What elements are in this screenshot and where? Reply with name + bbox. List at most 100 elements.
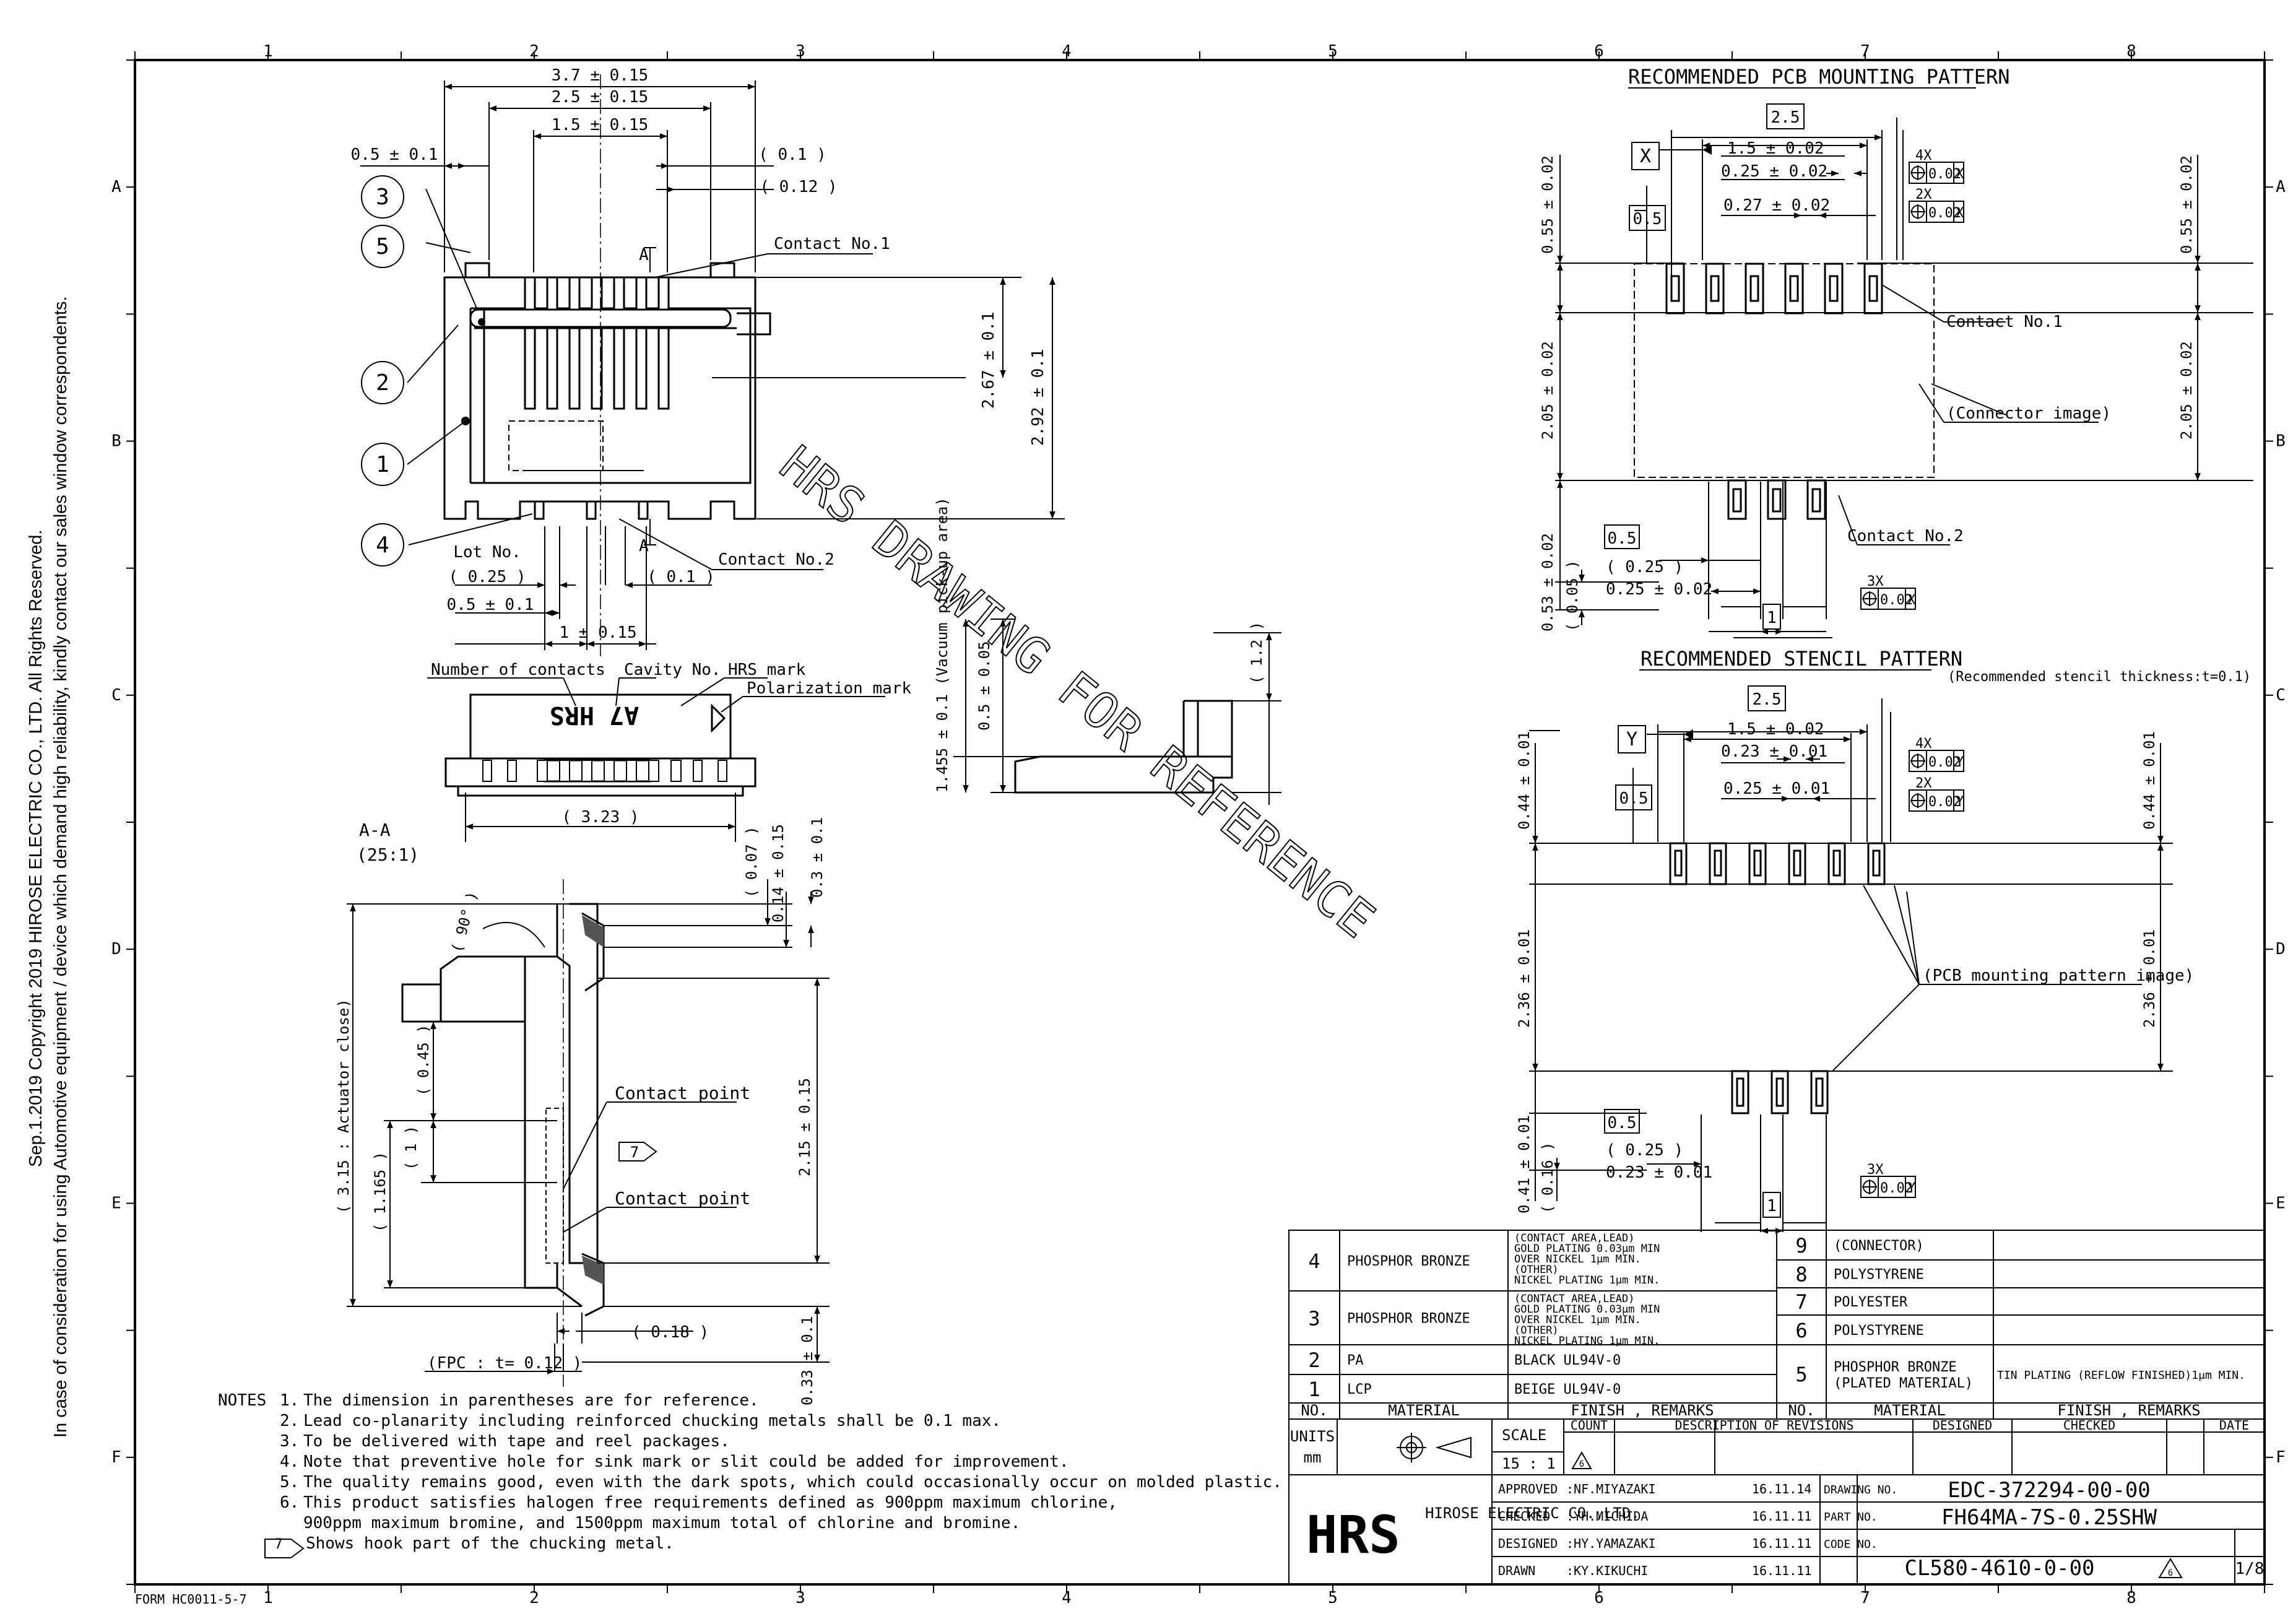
bom-finish: TIN PLATING (REFLOW FINISHED)1μm MIN. xyxy=(1997,1369,2245,1382)
dim-3-7: 3.7 ± 0.15 xyxy=(552,66,649,85)
dim-2-92: 2.92 ± 0.1 xyxy=(1029,349,1047,446)
note-text: To be delivered with tape and reel packa… xyxy=(303,1432,730,1451)
stencil-dim-1-5: 1.5 ± 0.02 xyxy=(1727,720,1824,739)
top-pin xyxy=(559,760,570,782)
datum-y: Y xyxy=(1626,729,1637,750)
dim-0-1b: ( 0.1 ) xyxy=(647,568,715,586)
pcb-contact-no-2: Contact No.2 xyxy=(1847,527,1964,545)
zone-col-label: 2 xyxy=(529,42,539,61)
zone-row-label: E xyxy=(111,1194,121,1213)
stencil-dim-2-36-right: 2.36 ± 0.01 xyxy=(2141,929,2158,1028)
stencil-aperture xyxy=(1827,842,1846,885)
section-a-a: A-A (25:1) xyxy=(335,817,830,1405)
position-tolerance: 0.02Y xyxy=(1910,790,1964,811)
stencil-aperture-inner xyxy=(1815,1077,1824,1107)
contact-pin-body xyxy=(657,327,670,410)
stencil-aperture-inner xyxy=(1714,849,1722,877)
stencil-tol-2x: 2X xyxy=(1915,776,1932,791)
bom-header-material: MATERIAL xyxy=(1388,1402,1460,1419)
sheet-number: 1/8 xyxy=(2235,1560,2265,1578)
contact-pin xyxy=(657,276,670,311)
dim-2-5: 2.5 ± 0.15 xyxy=(552,88,649,106)
stencil-aperture-inner xyxy=(1775,1077,1784,1107)
bom-finish: BEIGE UL94V-0 xyxy=(1514,1382,1621,1397)
dim-3-15: ( 3.15 : Actuator close) xyxy=(335,999,352,1214)
stencil-dim-0-44-right: 0.44 ± 0.01 xyxy=(2141,731,2158,830)
pcb-dim-0-05: ( 0.05 ) xyxy=(1564,560,1581,632)
bom-material: PHOSPHOR BRONZE xyxy=(1347,1311,1470,1327)
zone-col-label: 5 xyxy=(1328,1589,1338,1607)
zone-row-label: B xyxy=(111,432,121,451)
zone-col-label: 5 xyxy=(1328,42,1338,61)
dim-0-25: ( 0.25 ) xyxy=(448,568,526,586)
checked-name: :YH.MICHIDA xyxy=(1566,1509,1648,1524)
drawn-label: DRAWN xyxy=(1498,1563,1535,1578)
zone-col-label: 4 xyxy=(1062,42,1072,61)
contact-no-2-label: Contact No.2 xyxy=(718,550,834,569)
bom-header-finish-2: FINISH , REMARKS xyxy=(2057,1402,2200,1419)
bom-finish: OVER NICKEL 1μm MIN. xyxy=(1514,1253,1641,1266)
bom-material: PA xyxy=(1347,1353,1364,1368)
note-text: Lead co-planarity including reinforced c… xyxy=(303,1412,1001,1430)
scale-value: 15 : 1 xyxy=(1502,1455,1556,1472)
stencil-dim-0-16: ( 0.16 ) xyxy=(1539,1142,1556,1214)
drawn-name: :KY.KIKUCHI xyxy=(1566,1563,1648,1578)
contact-no-1-label: Contact No.1 xyxy=(774,235,890,253)
bom-material: POLYSTYRENE xyxy=(1834,1323,1924,1339)
note-text: The dimension in parentheses are for ref… xyxy=(303,1391,759,1410)
zone-col-label: 3 xyxy=(795,42,805,61)
stencil-dim-2-36: 2.36 ± 0.01 xyxy=(1515,929,1533,1028)
bom-material: PHOSPHOR BRONZE xyxy=(1347,1254,1470,1269)
bom-material: PHOSPHOR BRONZE xyxy=(1834,1360,1957,1375)
pcb-pad xyxy=(1745,263,1764,315)
notes: NOTES 1.The dimension in parentheses are… xyxy=(218,1391,1282,1558)
designed-date: 16.11.11 xyxy=(1752,1536,1811,1551)
sheet-rev-mark: 6 xyxy=(2168,1568,2173,1578)
stencil-aperture-inner xyxy=(1753,849,1762,877)
pcb-pad xyxy=(1863,263,1883,315)
bom-material: LCP xyxy=(1347,1382,1372,1397)
bom-finish: GOLD PLATING 0.03μm MIN xyxy=(1514,1243,1660,1255)
dim-0-14: 0.14 ± 0.15 xyxy=(769,824,787,923)
zone-col-label: 1 xyxy=(263,1589,273,1607)
pcb-tol-3x: 3X xyxy=(1867,574,1884,589)
stencil-dim-1: 1 xyxy=(1767,1197,1777,1215)
code-number: CL580-4610-0-00 xyxy=(1904,1556,2094,1581)
bom-header-no-2: NO. xyxy=(1788,1402,1814,1419)
pcb-pad xyxy=(1806,479,1826,520)
dim-1: 1 ± 0.15 xyxy=(559,623,636,642)
checked-date: 16.11.11 xyxy=(1752,1509,1811,1524)
pcb-pad-inner xyxy=(1829,275,1839,302)
pcb-pad xyxy=(1727,479,1747,520)
zone-row-label: B xyxy=(2276,432,2286,451)
pcb-dim-0-25p: ( 0.25 ) xyxy=(1606,558,1683,576)
form-number: FORM HC0011-5-7 xyxy=(135,1592,247,1607)
contact-pin-body xyxy=(546,327,558,410)
stencil-pattern: RECOMMENDED STENCIL PATTERN (Recommended… xyxy=(1515,647,2251,1234)
designed-label: DESIGNED xyxy=(1933,1418,1992,1433)
top-pin xyxy=(693,760,703,782)
dim-0-07: ( 0.07 ) xyxy=(743,826,760,898)
contact-pin xyxy=(568,276,581,311)
pcb-contact-no-1: Contact No.1 xyxy=(1946,313,2063,331)
designed-name: :HY.YAMAZAKI xyxy=(1566,1536,1656,1551)
hook-flag: 7 xyxy=(630,1144,639,1161)
pcb-tol-4x: 4X xyxy=(1915,148,1932,163)
bom-item-no: 4 xyxy=(1308,1249,1320,1273)
bom-item-no: 9 xyxy=(1795,1234,1807,1257)
pcb-pad xyxy=(1824,263,1844,315)
dim-2-67: 2.67 ± 0.1 xyxy=(979,311,998,409)
pcb-dim-0-27: 0.27 ± 0.02 xyxy=(1723,196,1830,215)
units-value: mm xyxy=(1304,1449,1322,1466)
drawing-number: EDC-372294-00-00 xyxy=(1948,1478,2151,1503)
stencil-aperture xyxy=(1709,842,1727,885)
dim-0-1: ( 0.1 ) xyxy=(758,145,826,164)
bom-item-no: 6 xyxy=(1795,1319,1807,1342)
zone-col-label: 8 xyxy=(2126,1589,2136,1607)
units-label: UNITS xyxy=(1290,1428,1335,1445)
balloon-number: 4 xyxy=(376,532,389,558)
company-name: HIROSE ELECTRIC CO.,LTD. xyxy=(1425,1505,1640,1522)
pcb-tolerance-frames xyxy=(1860,162,1964,610)
note-number: 2. xyxy=(280,1412,299,1430)
dim-0-45: ( 0.45 ) xyxy=(415,1024,432,1096)
